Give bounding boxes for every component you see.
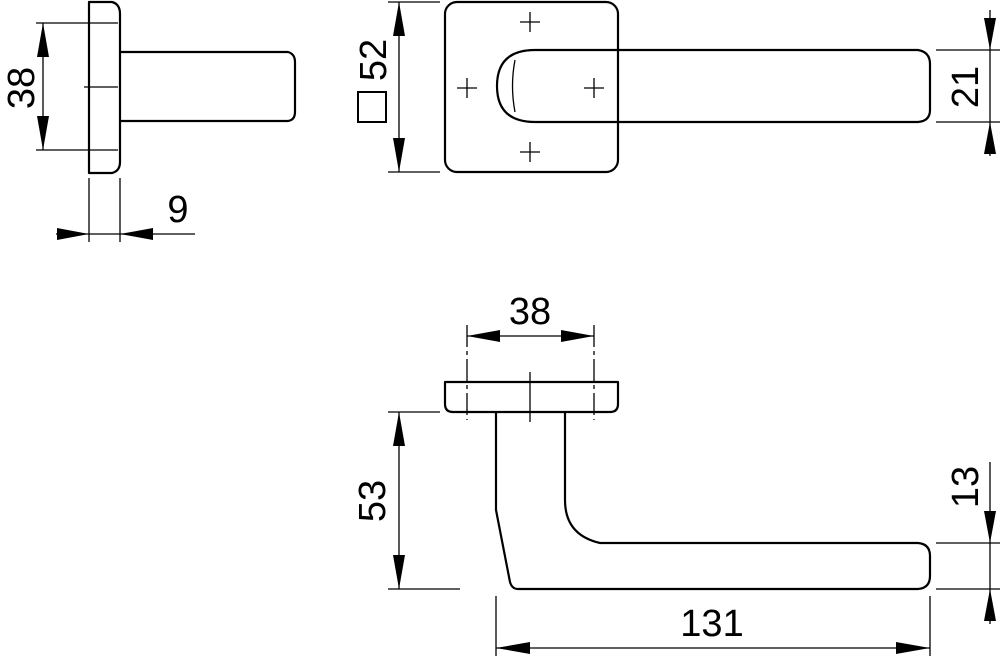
- dim-lever-length: 131: [680, 603, 743, 645]
- arrow: [37, 23, 49, 57]
- arrow: [393, 138, 405, 172]
- arrow: [37, 116, 49, 150]
- arrow: [120, 228, 153, 240]
- arrow: [57, 228, 89, 240]
- dim-side-rose-height: 38: [1, 67, 43, 109]
- dim-hole-spacing: 38: [509, 291, 551, 333]
- arrow: [984, 589, 996, 621]
- dim-lever-width: 21: [945, 66, 987, 108]
- arrow: [393, 412, 405, 446]
- arrow: [984, 511, 996, 543]
- arrow: [896, 642, 930, 654]
- top-view: 38 53 13 131: [352, 291, 1000, 656]
- arrow: [561, 330, 594, 342]
- arrow: [393, 555, 405, 589]
- side-shank: [120, 50, 297, 123]
- dim-square-rose: 52: [353, 39, 395, 81]
- front-view: 52 21: [353, 0, 1000, 174]
- top-lever-outline: [494, 412, 932, 591]
- screw-marks: [457, 12, 604, 162]
- side-view: 38 9: [1, 0, 297, 242]
- lever-curve: [511, 59, 516, 113]
- dim-lever-thickness: 13: [945, 466, 987, 508]
- arrow: [496, 642, 530, 654]
- arrow: [393, 2, 405, 36]
- top-rose: [443, 380, 620, 414]
- square-symbol: [357, 91, 387, 123]
- arrow: [984, 122, 996, 154]
- arrow: [467, 330, 500, 342]
- square-rose: [443, 0, 620, 174]
- front-lever: [495, 48, 932, 124]
- dim-lever-projection: 53: [352, 480, 394, 522]
- side-rose: [87, 0, 122, 175]
- dim-rose-thickness: 9: [167, 189, 188, 231]
- arrow: [984, 18, 996, 50]
